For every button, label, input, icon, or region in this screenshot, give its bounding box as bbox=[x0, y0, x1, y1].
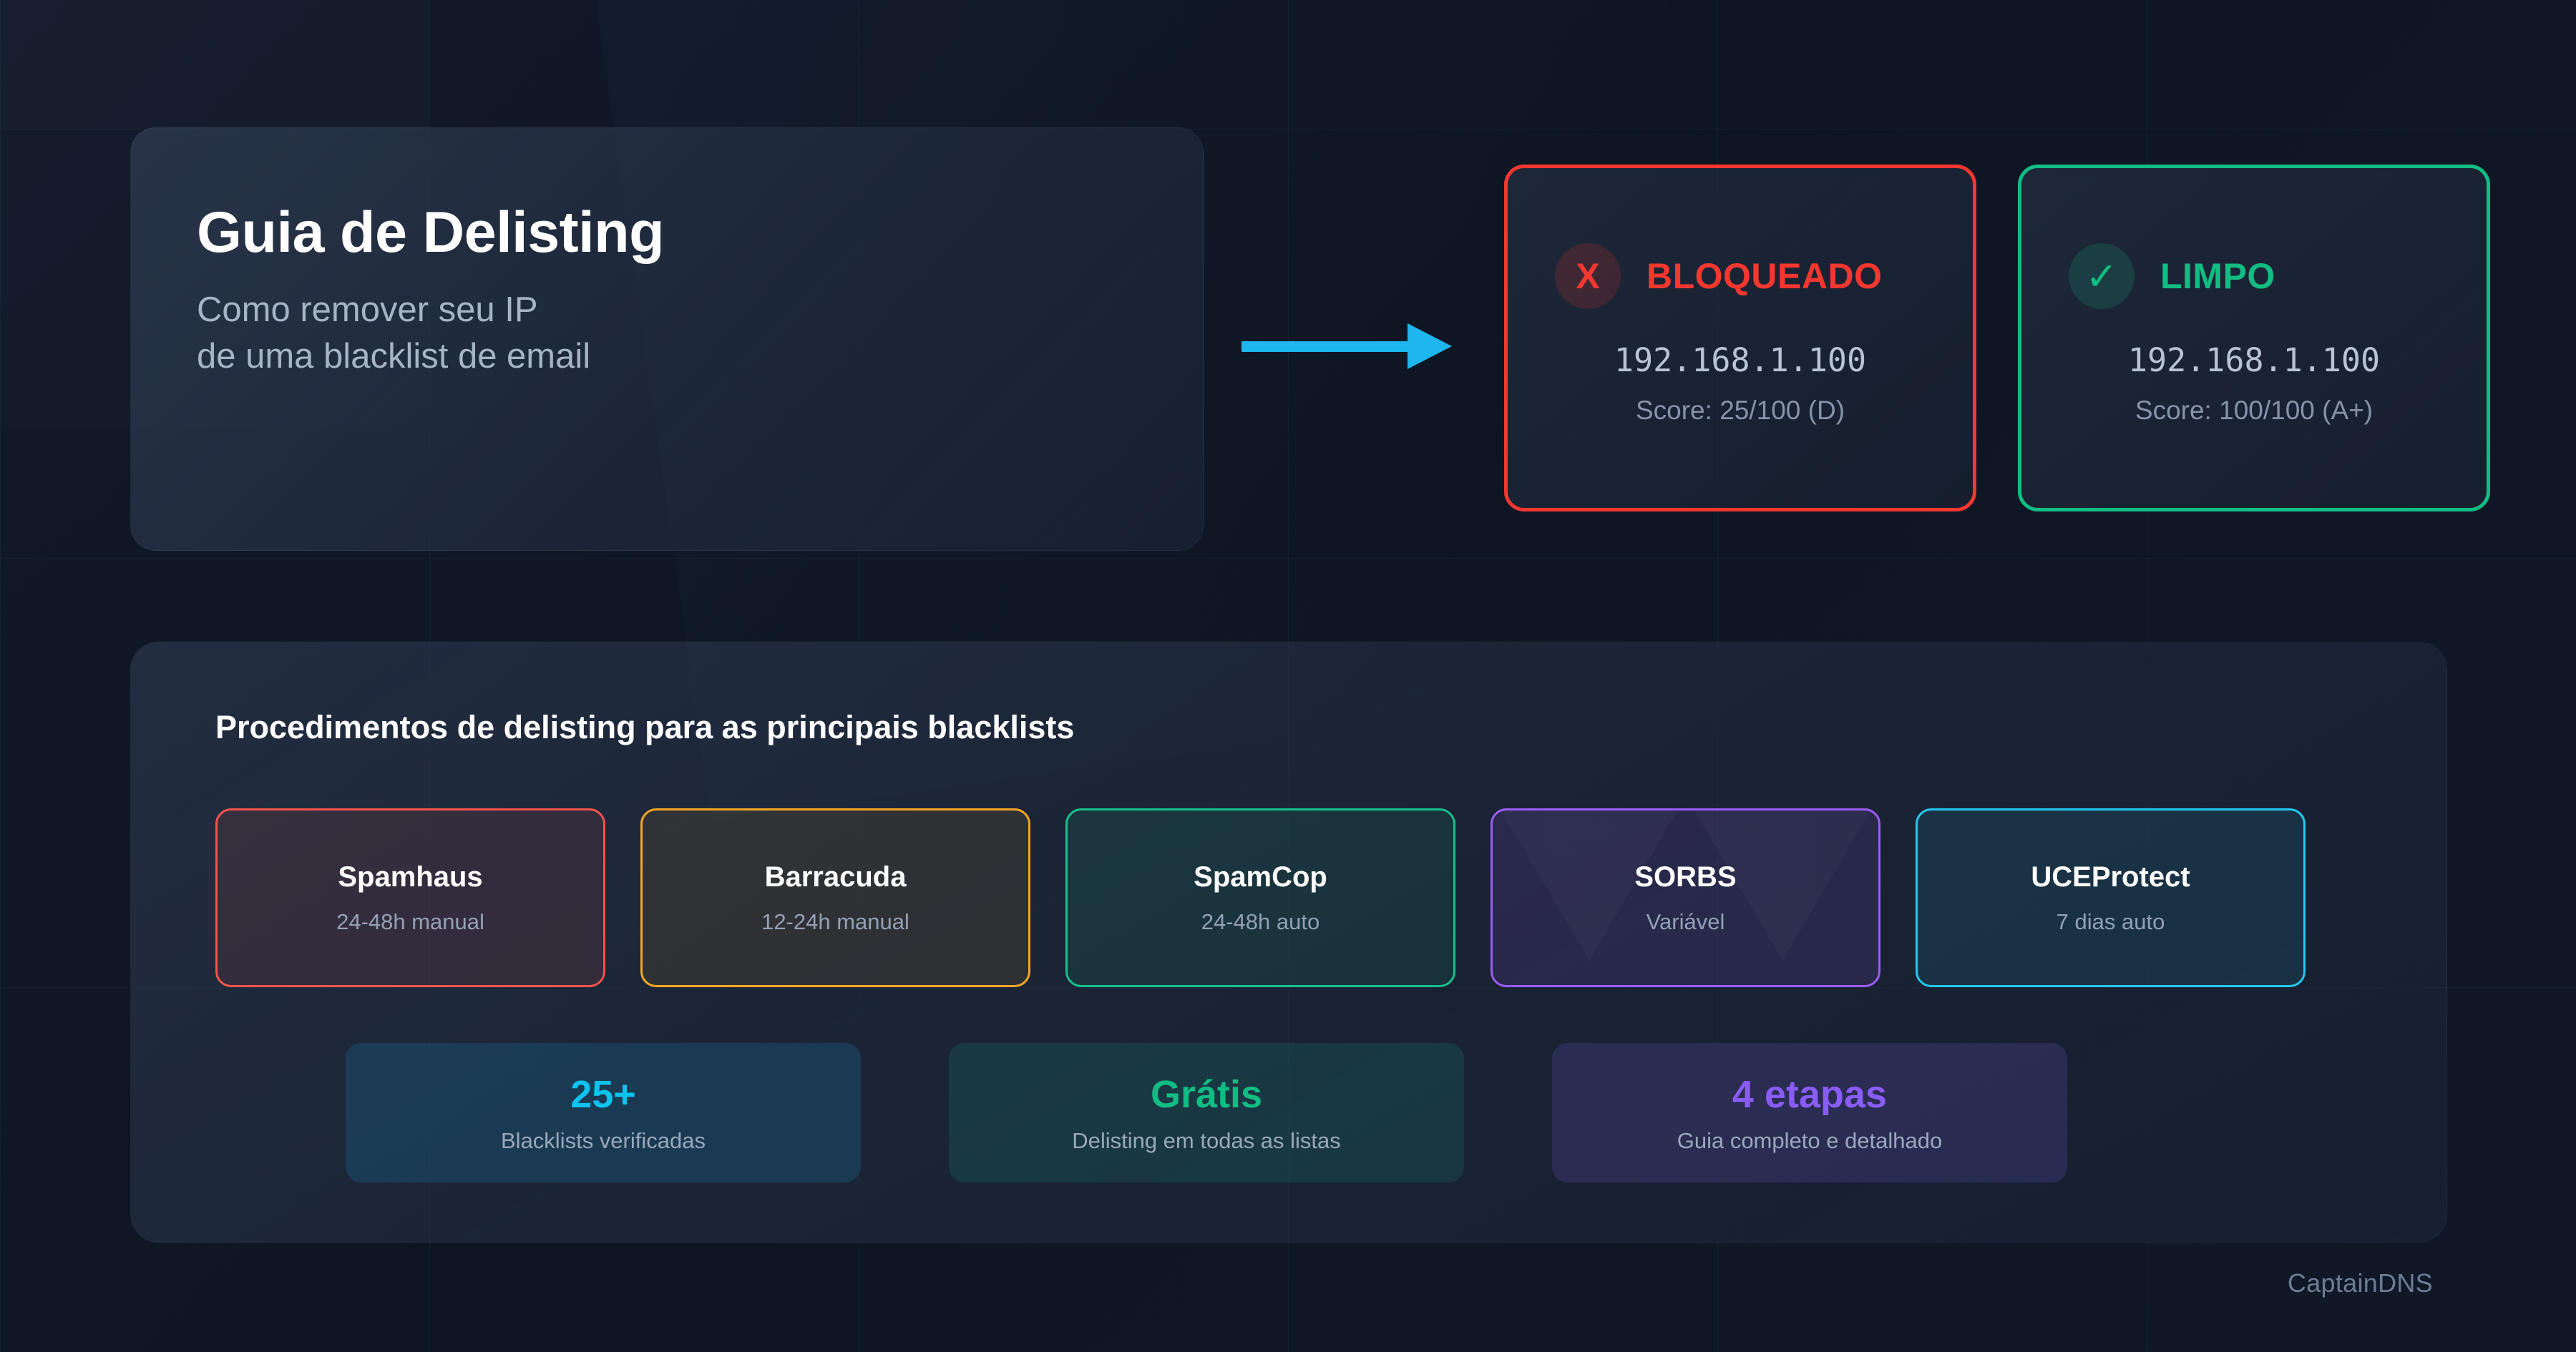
hero-subtitle-line-1: Como remover seu IP bbox=[197, 290, 538, 329]
provider-delisting-time: 12-24h manual bbox=[761, 908, 909, 934]
x-mark-icon: X bbox=[1555, 243, 1621, 309]
stat-value: 4 etapas bbox=[1732, 1072, 1888, 1116]
stat-value: 25+ bbox=[570, 1072, 636, 1116]
provider-name: SpamCop bbox=[1194, 861, 1327, 893]
hero-panel: Guia de Delisting Como remover seu IP de… bbox=[130, 127, 1204, 551]
provider-delisting-time: 24-48h auto bbox=[1201, 908, 1320, 934]
provider-name: UCEProtect bbox=[2031, 861, 2190, 893]
stat-label: Delisting em todas as listas bbox=[1072, 1127, 1341, 1153]
provider-card[interactable]: SpamCop 24-48h auto bbox=[1065, 808, 1455, 987]
check-mark-icon: ✓ bbox=[2069, 243, 2135, 309]
arrow-shaft bbox=[1241, 341, 1413, 352]
status-card-clean: ✓ LIMPO 192.168.1.100 Score: 100/100 (A+… bbox=[2018, 165, 2490, 511]
arrow-right-icon bbox=[1241, 323, 1470, 369]
hero-subtitle-line-2: de uma blacklist de email bbox=[197, 336, 591, 376]
status-score: Score: 25/100 (D) bbox=[1635, 396, 1845, 425]
provider-delisting-time: 24-48h manual bbox=[336, 908, 484, 934]
provider-name: Spamhaus bbox=[338, 861, 483, 893]
stat-label: Guia completo e detalhado bbox=[1677, 1127, 1943, 1153]
background-block-top-left bbox=[0, 0, 429, 130]
status-ip-address: 192.168.1.100 bbox=[1614, 341, 1867, 379]
panel-title: Procedimentos de delisting para as princ… bbox=[215, 709, 1075, 745]
arrow-head bbox=[1407, 323, 1452, 369]
hero-subtitle: Como remover seu IP de uma blacklist de … bbox=[197, 287, 590, 379]
status-badge: LIMPO bbox=[2160, 256, 2275, 296]
status-card-blocked: X BLOQUEADO 192.168.1.100 Score: 25/100 … bbox=[1504, 165, 1976, 511]
triangle-watermark-icon bbox=[1491, 808, 1880, 987]
provider-card-list: Spamhaus 24-48h manual Barracuda 12-24h man… bbox=[215, 808, 2362, 987]
page-title: Guia de Delisting bbox=[197, 200, 665, 265]
status-badge: BLOQUEADO bbox=[1646, 256, 1883, 296]
provider-delisting-time: 7 dias auto bbox=[2056, 908, 2165, 934]
stat-card: 25+ Blacklists verificadas bbox=[346, 1043, 861, 1182]
provider-name: Barracuda bbox=[764, 861, 907, 893]
status-ip-address: 192.168.1.100 bbox=[2127, 341, 2381, 379]
stat-label: Blacklists verificadas bbox=[501, 1127, 706, 1153]
provider-card[interactable]: SORBS Variável bbox=[1491, 808, 1880, 987]
procedures-panel: Procedimentos de delisting para as princ… bbox=[130, 642, 2447, 1243]
provider-card[interactable]: Spamhaus 24-48h manual bbox=[215, 808, 605, 987]
status-header: ✓ LIMPO bbox=[2069, 243, 2275, 309]
provider-card[interactable]: UCEProtect 7 dias auto bbox=[1916, 808, 2306, 987]
stat-value: Grátis bbox=[1150, 1072, 1263, 1116]
status-score: Score: 100/100 (A+) bbox=[2135, 396, 2373, 425]
provider-name: SORBS bbox=[1634, 861, 1737, 893]
provider-delisting-time: Variável bbox=[1646, 908, 1725, 934]
status-header: X BLOQUEADO bbox=[1555, 243, 1883, 309]
provider-card[interactable]: Barracuda 12-24h manual bbox=[640, 808, 1030, 987]
brand-watermark: CaptainDNS bbox=[2287, 1268, 2433, 1298]
